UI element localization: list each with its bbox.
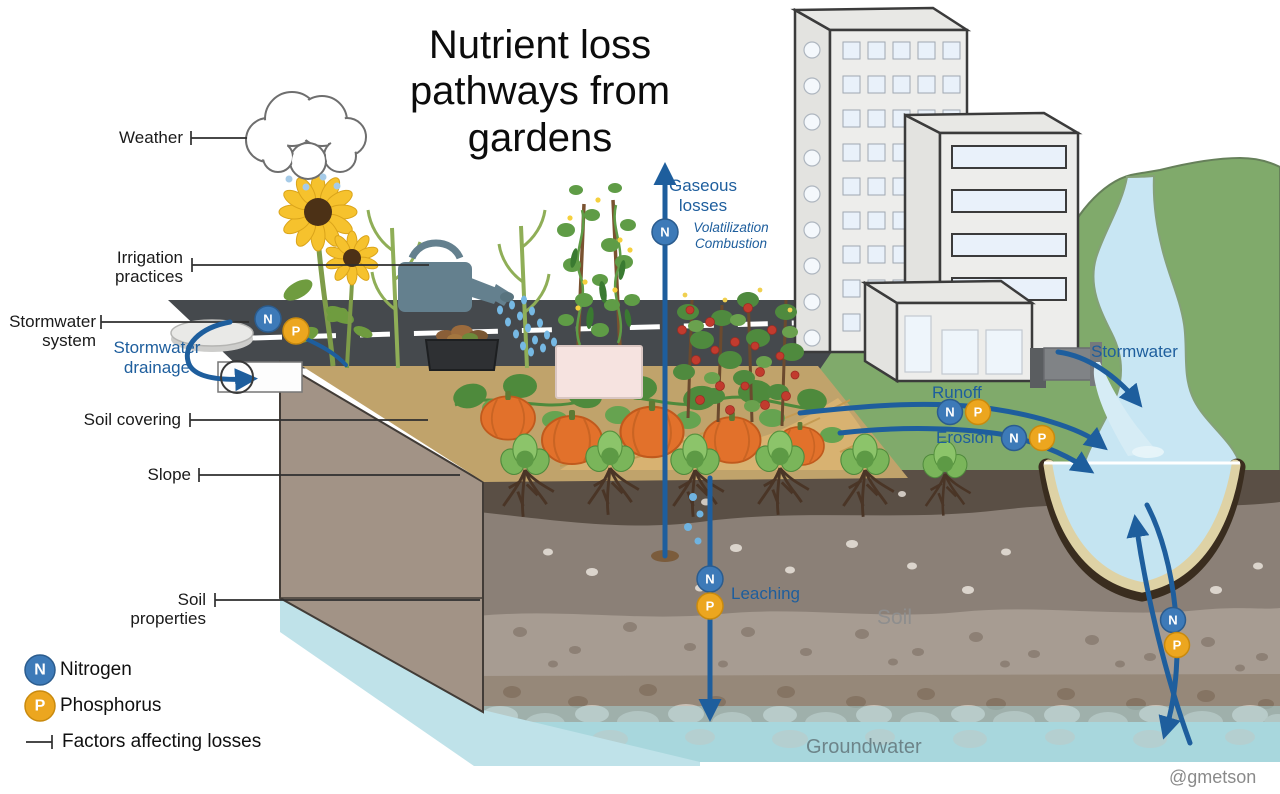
legend-nitrogen-label: Nitrogen bbox=[60, 659, 132, 680]
label-leaching: Leaching bbox=[731, 584, 801, 603]
pebbles-lower bbox=[513, 622, 1268, 672]
nitrogen-badge-runoff: N bbox=[936, 398, 964, 426]
label-stormwater: Stormwater bbox=[1091, 342, 1178, 361]
cucumber-flowers bbox=[567, 197, 633, 311]
label-gaseous-losses: Gaseous losses bbox=[668, 176, 738, 215]
arrow-erosion bbox=[837, 426, 1095, 474]
svg-text:P: P bbox=[1173, 638, 1182, 653]
tomato-plants bbox=[673, 287, 804, 427]
arrow-groundwater-to-river bbox=[1126, 514, 1193, 746]
legend-phosphorus-label: Phosphorus bbox=[60, 695, 162, 716]
svg-text:P: P bbox=[974, 405, 983, 420]
small-windows bbox=[904, 315, 1023, 375]
sunflower-small bbox=[325, 230, 379, 369]
phosphorus-badge-legend: P bbox=[24, 690, 56, 722]
nutrient-badges: N P N N P N P N P N P bbox=[254, 218, 1191, 659]
label-groundwater-zone: Groundwater bbox=[806, 736, 922, 758]
pipe-cross-section bbox=[220, 360, 254, 394]
label-volatilization-combustion: Volatilization Combustion bbox=[686, 220, 776, 252]
attribution: @gmetson bbox=[1169, 767, 1257, 787]
factor-label-irrigation: Irrigation practices bbox=[114, 248, 183, 286]
nitrogen-badge-road: N bbox=[254, 305, 282, 333]
cucumbers bbox=[570, 248, 632, 329]
legend-badges: N P bbox=[24, 654, 56, 722]
water-spray bbox=[497, 295, 557, 357]
svg-text:P: P bbox=[292, 324, 301, 339]
factor-label-soil-properties: Soil properties bbox=[130, 590, 206, 628]
svg-text:N: N bbox=[263, 312, 272, 327]
svg-text:N: N bbox=[705, 572, 714, 587]
label-stormwater-drainage: Stormwater drainage bbox=[113, 338, 201, 377]
nitrogen-badge-legend: N bbox=[24, 654, 56, 686]
phosphorus-badge-road: P bbox=[282, 317, 310, 345]
svg-text:P: P bbox=[706, 599, 715, 614]
factor-leader-lines bbox=[26, 131, 480, 749]
garden-bed-block bbox=[279, 360, 700, 766]
nitrogen-badge-gaseous: N bbox=[651, 218, 679, 246]
cloud-icon bbox=[245, 91, 367, 180]
factor-label-weather: Weather bbox=[119, 128, 183, 147]
label-runoff: Runoff bbox=[932, 383, 982, 402]
svg-text:N: N bbox=[660, 225, 669, 240]
building-small bbox=[860, 279, 1036, 384]
phosphorus-badge-runoff: P bbox=[964, 398, 992, 426]
nitrogen-badge-leaching: N bbox=[696, 565, 724, 593]
groundwater-wedge bbox=[280, 596, 700, 766]
svg-text:P: P bbox=[35, 698, 46, 715]
cucumber-leaves bbox=[557, 183, 640, 337]
arrow-stormwater bbox=[1055, 349, 1143, 408]
label-volatilization: Volatilization bbox=[693, 220, 769, 235]
round-windows bbox=[803, 41, 821, 347]
arrow-stormwater-drainage bbox=[184, 319, 258, 392]
factor-label-soil-covering: Soil covering bbox=[83, 410, 181, 429]
compost-bin bbox=[424, 325, 500, 371]
label-soil-zone: Soil bbox=[877, 606, 913, 629]
planter-box bbox=[555, 345, 643, 399]
legend-factors-label: Factors affecting losses bbox=[62, 731, 262, 752]
tomatoes bbox=[677, 303, 800, 415]
watering-can-icon bbox=[398, 239, 514, 312]
phosphorus-badge-river: P bbox=[1163, 631, 1191, 659]
planter-and-cucumbers bbox=[555, 183, 643, 399]
svg-text:N: N bbox=[1009, 431, 1018, 446]
page-title: Nutrient loss pathways from gardens bbox=[409, 23, 671, 160]
factor-label-slope: Slope bbox=[147, 465, 191, 484]
factor-label-stormwater-system: Stormwater system bbox=[9, 312, 96, 350]
nitrogen-badge-river: N bbox=[1159, 606, 1187, 634]
leaching-droplets bbox=[684, 493, 704, 545]
nitrogen-badge-erosion: N bbox=[1000, 424, 1028, 452]
svg-text:N: N bbox=[945, 405, 954, 420]
svg-text:N: N bbox=[34, 662, 46, 679]
svg-text:P: P bbox=[1038, 431, 1047, 446]
label-combustion: Combustion bbox=[694, 236, 768, 251]
rain-drops bbox=[285, 173, 341, 191]
phosphorus-badge-erosion: P bbox=[1028, 424, 1056, 452]
road-np-line bbox=[302, 336, 348, 367]
svg-text:N: N bbox=[1168, 613, 1177, 628]
label-erosion: Erosion bbox=[936, 428, 994, 447]
factors-legend-symbol bbox=[26, 735, 53, 749]
stormwater-outfall bbox=[1030, 342, 1164, 458]
phosphorus-badge-leaching: P bbox=[696, 592, 724, 620]
